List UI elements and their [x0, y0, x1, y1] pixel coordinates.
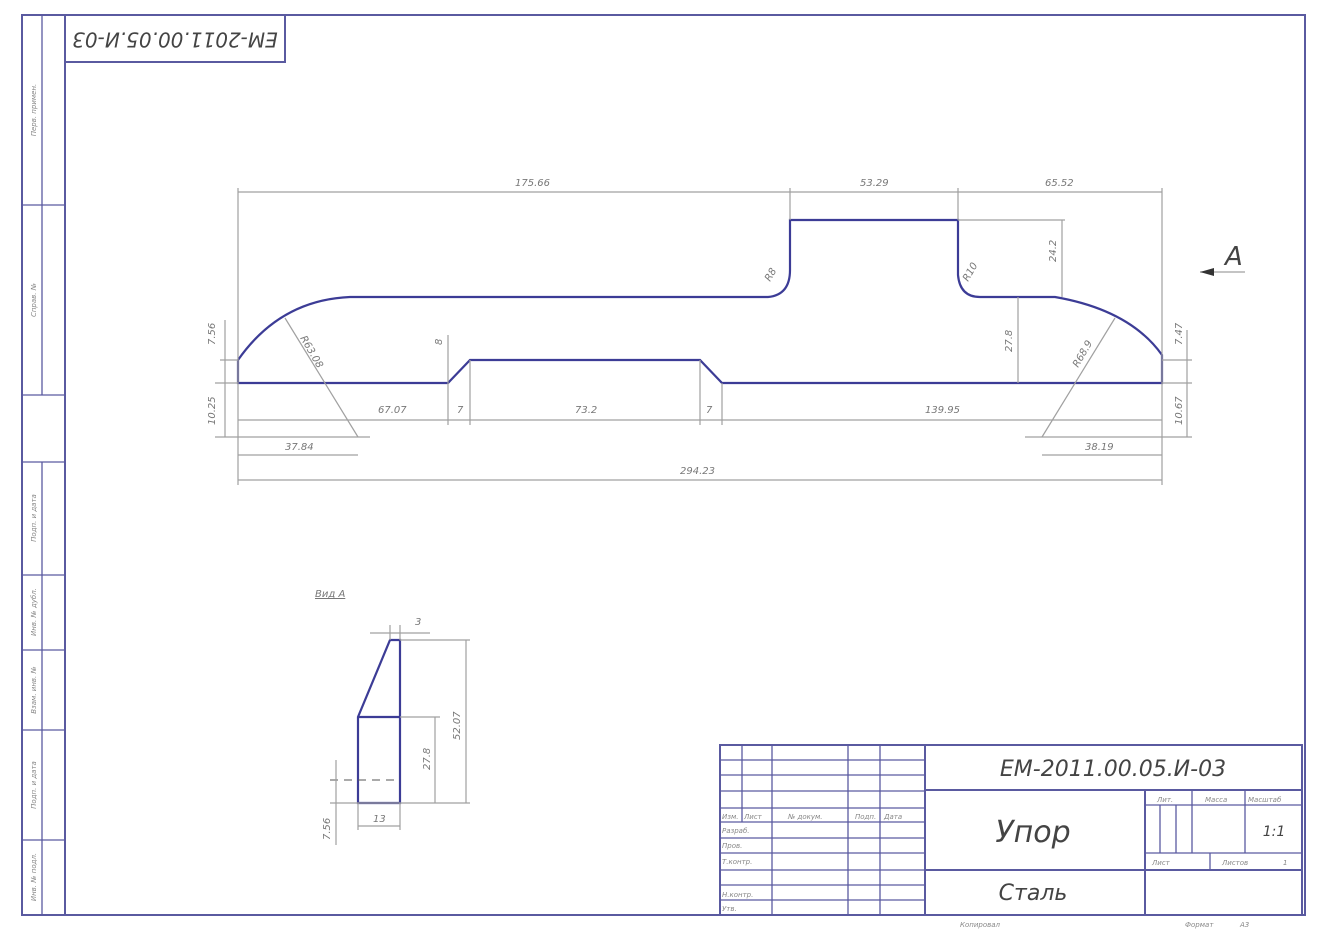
dim-label: 7.47	[1174, 322, 1185, 345]
header-list: Лист	[743, 813, 763, 821]
header-date: Дата	[883, 813, 902, 821]
dim-label: 7.56	[207, 323, 218, 345]
part-name: Упор	[995, 815, 1070, 850]
role-label: Н.контр.	[722, 891, 753, 899]
view-a-title: Вид А	[315, 589, 345, 600]
scale-label: Масштаб	[1248, 796, 1282, 804]
dim-label: 7	[457, 405, 464, 416]
dim-label: 27.8	[422, 748, 433, 770]
format-value: А3	[1239, 921, 1249, 929]
strip-label: Инв. № дубл.	[30, 588, 38, 636]
dim-label: 10.67	[1174, 396, 1185, 425]
scale-value: 1:1	[1263, 824, 1286, 840]
dim-label: R63.08	[297, 334, 324, 370]
role-label: Разраб.	[722, 827, 750, 835]
rotated-designation-box: ЕМ-2011.00.05.И-03	[64, 14, 286, 63]
strip-label: Перв. примен.	[30, 84, 38, 137]
lit-label: Лит.	[1156, 796, 1173, 804]
dim-label: 65.52	[1045, 178, 1074, 189]
strip-label: Подп. и дата	[30, 494, 38, 542]
view-a: 3 52.07 27.8 13 7.56	[322, 617, 470, 845]
dim-label: 294.23	[680, 466, 715, 477]
header-sign: Подп.	[855, 813, 876, 821]
dim-label: 52.07	[452, 711, 463, 740]
dim-label: 175.66	[515, 178, 550, 189]
designation: ЕМ-2011.00.05.И-03	[1000, 757, 1226, 782]
dim-label: 7.56	[322, 818, 333, 840]
format-label: Формат	[1185, 921, 1214, 929]
material: Сталь	[999, 881, 1068, 906]
copied-label: Копировал	[960, 921, 1001, 929]
sheet-label: Лист	[1151, 859, 1171, 867]
view-arrow-icon	[1200, 268, 1214, 276]
role-label: Т.контр.	[722, 858, 752, 866]
side-strip: Перв. примен. Справ. № Подп. и дата Инв.…	[22, 15, 65, 915]
mass-label: Масса	[1205, 796, 1227, 804]
header-izm: Изм.	[722, 813, 738, 821]
dim-label: 38.19	[1085, 442, 1114, 453]
dim-label: 13	[373, 814, 386, 825]
sheets-total: 1	[1283, 859, 1287, 867]
role-label: Утв.	[722, 905, 737, 913]
dim-label: 73.2	[575, 405, 597, 416]
view-marker: A	[1223, 242, 1243, 272]
sheets-label: Листов	[1221, 859, 1248, 867]
dim-label: 3	[415, 617, 421, 628]
dim-label: 139.95	[925, 405, 960, 416]
strip-label: Взам. инв. №	[30, 666, 38, 714]
header-doc: № докум.	[787, 813, 823, 821]
dim-label: 53.29	[860, 178, 889, 189]
title-block: Изм. Лист № докум. Подп. Дата Разраб. Пр…	[719, 744, 1303, 916]
dim-label: 37.84	[285, 442, 314, 453]
dimension-labels: 175.66 53.29 65.52 24.2 27.8 R8 R10 R63.…	[207, 178, 1185, 477]
dim-label: 10.25	[207, 396, 218, 425]
part-outline	[236, 218, 1164, 385]
outer-frame	[21, 14, 1306, 916]
dim-label: R8	[763, 266, 779, 283]
dim-label: R68.9	[1071, 339, 1095, 370]
dimensions-main	[215, 188, 1245, 485]
strip-label: Подп. и дата	[30, 761, 38, 809]
dim-label: 27.8	[1004, 330, 1015, 352]
strip-label: Инв. № подл.	[30, 853, 38, 901]
strip-label: Справ. №	[30, 283, 38, 317]
dim-label: 67.07	[378, 405, 407, 416]
dim-label: 24.2	[1048, 240, 1059, 262]
role-label: Пров.	[722, 842, 742, 850]
dim-label: 7	[706, 405, 713, 416]
dim-label: R10	[961, 261, 980, 284]
dim-label: 8	[434, 339, 445, 345]
rotated-designation: ЕМ-2011.00.05.И-03	[72, 28, 278, 52]
